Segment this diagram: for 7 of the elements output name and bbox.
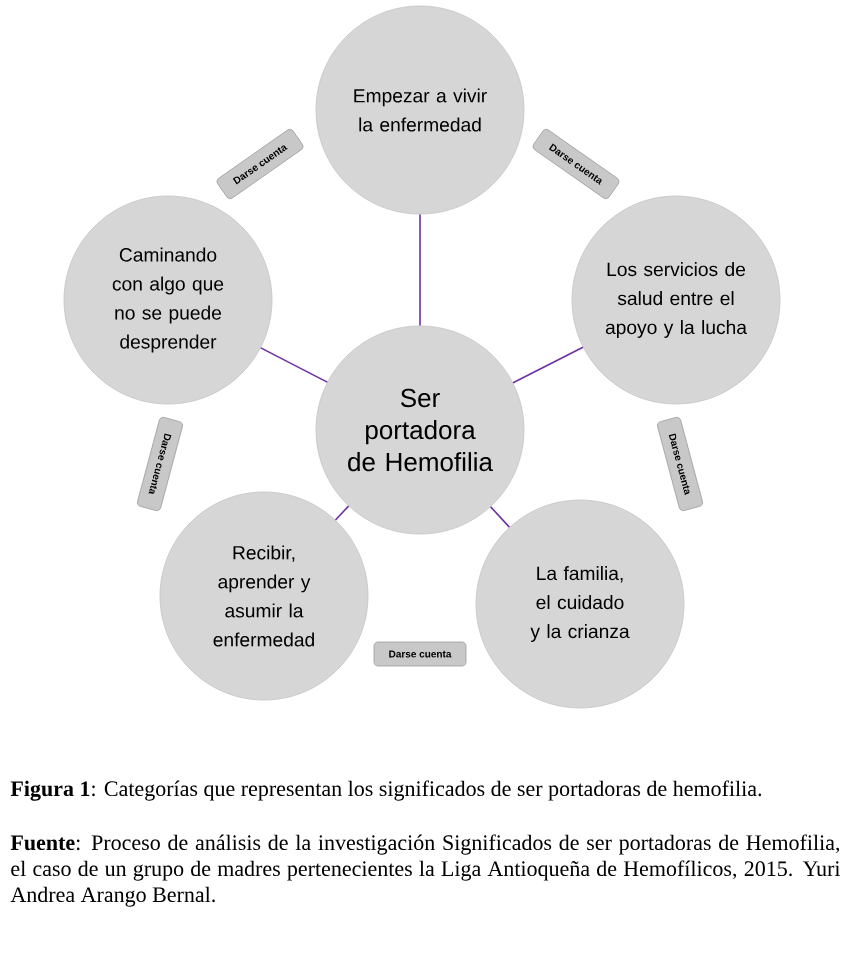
caption: Figura 1: Categorías que representan los significados de ser portadoras de hemofilia. bbox=[10, 780, 762, 801]
source-note: Fuente: Proceso de análisis de la investigación Significados de ser portadoras de Hemofilia, el caso de un grupo de madres pertenecientes la Liga Antioqueña de Hemofílicos, 2015. Yuri Andrea Arango Bernal. bbox=[10, 834, 841, 907]
connector-line bbox=[419, 213, 421, 327]
connector-line bbox=[512, 346, 584, 384]
connector-line bbox=[489, 506, 511, 528]
connector-line bbox=[259, 347, 329, 383]
connector-line bbox=[334, 505, 350, 521]
